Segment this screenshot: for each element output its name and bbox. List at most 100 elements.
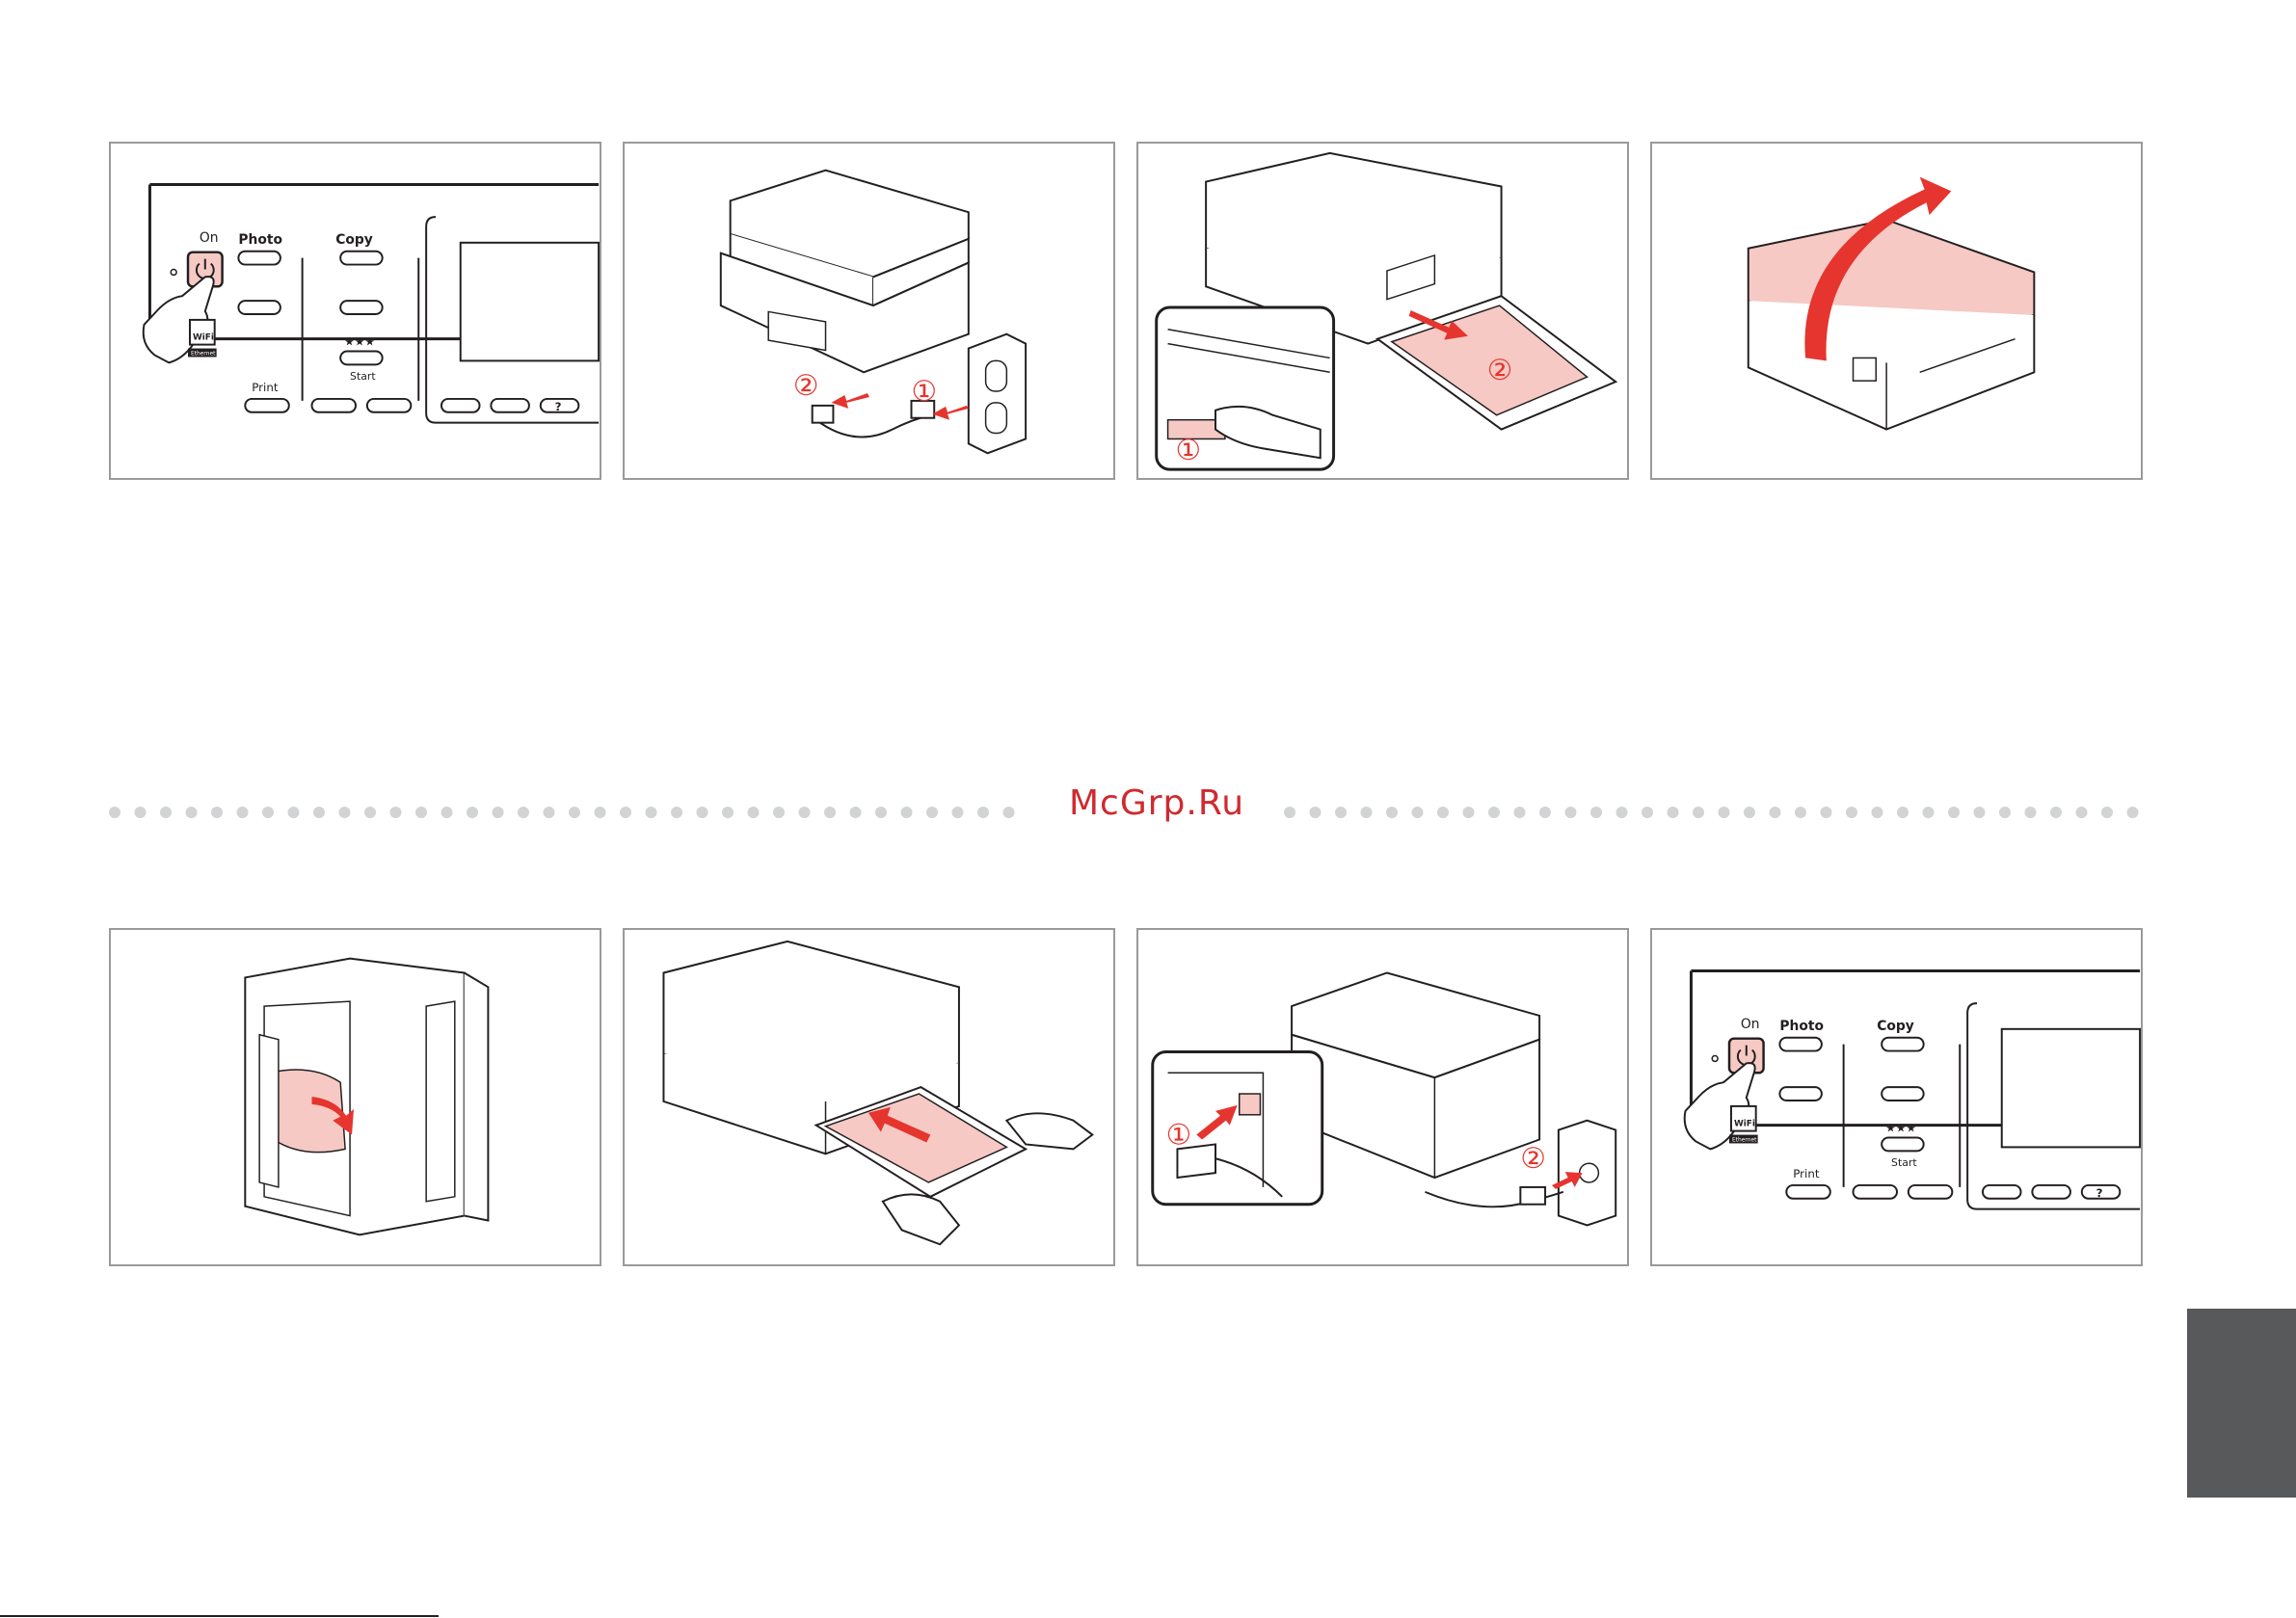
divider-dot <box>1539 807 1551 818</box>
ethernet-label: Ethernet <box>191 350 216 357</box>
divider-dot <box>1412 807 1424 818</box>
divider-dot <box>697 807 708 818</box>
ethernet-label: Ethernet <box>1732 1136 1757 1143</box>
divider-dot <box>1923 807 1935 818</box>
divider-dot <box>1361 807 1373 818</box>
divider-dot <box>2101 807 2113 818</box>
divider-dot <box>2076 807 2088 818</box>
divider-dot <box>518 807 529 818</box>
hand-pointer-icon <box>1006 1113 1092 1149</box>
footer-rule <box>0 1615 439 1617</box>
section-tab <box>2187 1309 2296 1498</box>
divider-dot <box>2050 807 2062 818</box>
illustration-panel-remove-jam <box>109 928 601 1266</box>
divider-dot <box>211 807 223 818</box>
arrow-icon <box>831 393 869 409</box>
divider-dot <box>1616 807 1628 818</box>
printer-illustration <box>111 930 600 1264</box>
step-marker-2: ② <box>1487 353 1513 386</box>
help-symbol: ? <box>2096 1186 2103 1200</box>
divider-dot <box>952 807 964 818</box>
illustration-panel-insert-cassette <box>623 928 1115 1266</box>
divider-dot <box>1310 807 1322 818</box>
divider-dot <box>1668 807 1679 818</box>
divider-dot <box>1999 807 2011 818</box>
illustration-panel-reconnect: ② ① <box>1136 928 1629 1266</box>
start-label: Start <box>350 370 376 383</box>
copy-label: Copy <box>1877 1019 1914 1034</box>
step-marker-1: ① <box>911 374 937 408</box>
divider-dot <box>313 807 325 818</box>
divider-dot <box>671 807 682 818</box>
divider-dot <box>1974 807 1986 818</box>
illustration-panel-open-scanner <box>1650 142 2143 480</box>
divider-dot <box>850 807 862 818</box>
wifi-label: WiFi <box>193 333 214 343</box>
stars-label: ★★★ <box>344 335 375 349</box>
divider-dot <box>415 807 427 818</box>
wifi-label: WiFi <box>1734 1120 1755 1129</box>
divider-dot <box>493 807 504 818</box>
watermark-text: McGrp.Ru <box>1041 783 1272 823</box>
printer-illustration: ① ② <box>625 144 1113 478</box>
control-panel-illustration: On WiFi Ethernet Photo Print Copy ★★★ St… <box>111 144 600 478</box>
copy-label: Copy <box>335 232 373 248</box>
divider-dot <box>1872 807 1883 818</box>
divider-dot <box>1948 807 1960 818</box>
illustration-panel-remove-cassette: ② ① <box>1136 142 1629 480</box>
divider-dot <box>799 807 811 818</box>
divider-dot <box>722 807 734 818</box>
divider-dot <box>364 807 376 818</box>
divider-dot <box>467 807 478 818</box>
divider-dot <box>109 807 120 818</box>
photo-label: Photo <box>238 232 282 248</box>
divider-dot <box>339 807 351 818</box>
divider-dot <box>1770 807 1781 818</box>
divider-dot <box>1693 807 1704 818</box>
divider-dot <box>1821 807 1832 818</box>
divider-dot <box>2127 807 2139 818</box>
divider-dot <box>1514 807 1526 818</box>
divider-dot <box>977 807 989 818</box>
divider-dot <box>646 807 657 818</box>
on-label: On <box>1741 1017 1760 1032</box>
help-symbol: ? <box>555 400 562 413</box>
step-marker-2: ② <box>793 368 819 402</box>
on-label: On <box>200 230 219 246</box>
print-label: Print <box>252 381 279 394</box>
divider-dot <box>1795 807 1806 818</box>
wall-outlet-icon <box>969 334 1026 454</box>
illustration-panel-press-on: On WiFi Ethernet Photo Print Copy ★★★ St… <box>109 142 601 480</box>
divider-dot <box>237 807 249 818</box>
photo-label: Photo <box>1779 1019 1824 1034</box>
divider-dot <box>926 807 938 818</box>
divider-dot <box>1335 807 1347 818</box>
divider-dot <box>544 807 555 818</box>
hand-pointer-icon <box>883 1194 959 1244</box>
divider-dot <box>595 807 606 818</box>
divider-dot <box>1386 807 1398 818</box>
divider-dot <box>1744 807 1755 818</box>
step-marker-1: ① <box>1175 433 1201 466</box>
illustration-panel-press-on-again: On WiFi Ethernet Photo Print Copy ★★★ St… <box>1650 928 2143 1266</box>
divider-dot <box>1003 807 1015 818</box>
arrow-icon <box>932 406 969 420</box>
divider-dot <box>773 807 785 818</box>
step-marker-2: ② <box>1520 1141 1546 1175</box>
divider-dot <box>160 807 172 818</box>
divider-dot <box>1488 807 1500 818</box>
step-marker-1: ① <box>1166 1117 1192 1151</box>
divider-dot <box>441 807 453 818</box>
printer-illustration: ② ① <box>1138 930 1627 1264</box>
divider-dot <box>1463 807 1475 818</box>
divider-dot <box>824 807 836 818</box>
stars-label: ★★★ <box>1885 1122 1916 1135</box>
divider-dot <box>2025 807 2037 818</box>
divider-dot <box>1719 807 1730 818</box>
divider-dot <box>569 807 580 818</box>
divider-dot <box>875 807 887 818</box>
divider-dot <box>1897 807 1909 818</box>
printer-illustration: ② ① <box>1138 144 1627 478</box>
divider-dot <box>901 807 913 818</box>
divider-dot <box>135 807 147 818</box>
